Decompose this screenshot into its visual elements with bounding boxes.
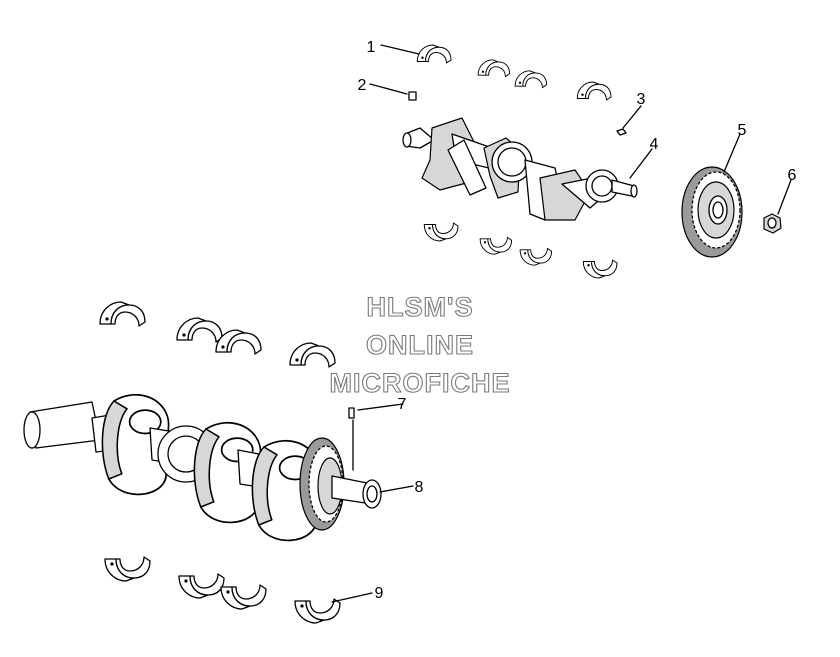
callout-5: 5 (738, 122, 747, 139)
crank-gear (681, 166, 743, 258)
watermark-line-3: MICROFICHE (330, 368, 511, 398)
bearing-shell-upper-6 (176, 317, 223, 343)
bearing-shell-lower-4 (582, 259, 618, 279)
bearing-shell-lower-3 (519, 247, 553, 266)
key-pin-lower (348, 407, 355, 419)
flange-nut (763, 213, 782, 234)
watermark-line-1: HLSM'S (367, 292, 474, 322)
upper-crankshaft-assembly (402, 44, 782, 279)
callout-9: 9 (375, 585, 384, 602)
woodruff-key-small (408, 91, 417, 101)
callout-numbers: 1 2 3 4 5 6 7 8 9 (358, 39, 797, 602)
bearing-shell-lower-5 (104, 556, 151, 582)
callout-leaders (331, 44, 792, 603)
key-pin (616, 128, 627, 136)
callout-1: 1 (367, 39, 376, 56)
callout-6: 6 (788, 167, 797, 184)
bearing-shell-lower-6 (178, 573, 225, 599)
callout-3: 3 (637, 91, 646, 108)
bearing-shell-upper-5 (99, 301, 146, 327)
watermark-line-2: ONLINE (366, 330, 474, 360)
lower-crankshaft-assembly (23, 301, 382, 624)
bearing-shell-upper-1 (416, 44, 452, 64)
watermark: HLSM'S ONLINE MICROFICHE (329, 291, 511, 398)
bearing-shell-lower-8 (294, 598, 341, 624)
bearing-shell-upper-3 (514, 70, 548, 89)
callout-8: 8 (415, 479, 424, 496)
callout-2: 2 (358, 77, 367, 94)
crankshaft-lower (23, 393, 382, 542)
callout-4: 4 (650, 136, 659, 153)
bearing-shell-lower-7 (220, 584, 267, 610)
bearing-shell-lower-1 (423, 222, 459, 242)
bearing-shell-upper-4 (576, 81, 612, 101)
bearing-shell-lower-2 (479, 236, 513, 255)
bearing-shell-upper-2 (477, 59, 511, 78)
bearing-shell-upper-8 (289, 342, 336, 368)
bearing-shell-upper-7 (215, 329, 262, 355)
callout-7: 7 (398, 396, 407, 413)
crankshaft-upper (402, 117, 638, 221)
